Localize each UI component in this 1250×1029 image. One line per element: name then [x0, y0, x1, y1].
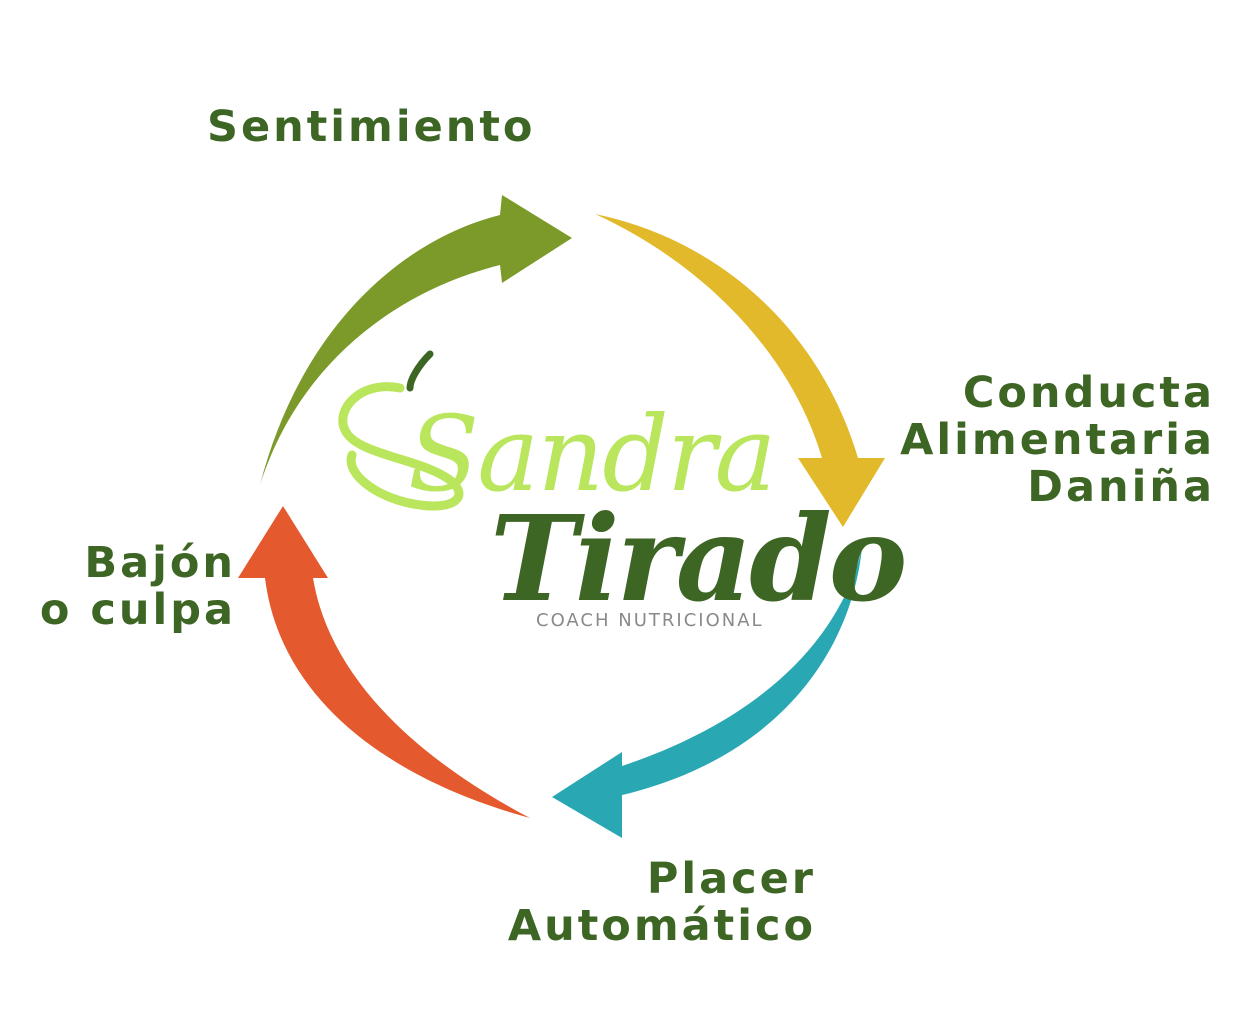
label-conducta-alimentaria: Conducta Alimentaria Daniña: [880, 370, 1215, 511]
label-bajon-culpa: Bajón o culpa: [20, 540, 236, 634]
label-line: Placer: [646, 854, 816, 904]
arrow-conducta: [595, 214, 885, 527]
logo-swash: [338, 382, 464, 511]
label-placer-automatico: Placer Automático: [470, 856, 816, 950]
label-line: Daniña: [1027, 462, 1215, 512]
label-line: Conducta: [962, 368, 1215, 418]
arrow-bajon: [238, 506, 530, 818]
logo: Sandra Tirado COACH NUTRICIONAL: [338, 350, 907, 631]
arrow-sentimiento: [260, 195, 572, 485]
label-line: Automático: [507, 901, 816, 951]
label-sentimiento: Sentimiento: [207, 104, 535, 151]
logo-leaf-mark: [406, 350, 434, 392]
label-line: o culpa: [39, 585, 236, 635]
logo-tagline: COACH NUTRICIONAL: [536, 610, 764, 631]
logo-name-first: Sandra: [408, 393, 775, 515]
label-line: Sentimiento: [207, 102, 536, 152]
label-line: Alimentaria: [900, 415, 1215, 465]
label-line: Bajón: [84, 538, 236, 588]
arrow-placer: [552, 548, 862, 838]
logo-name-last: Tirado: [490, 489, 904, 628]
